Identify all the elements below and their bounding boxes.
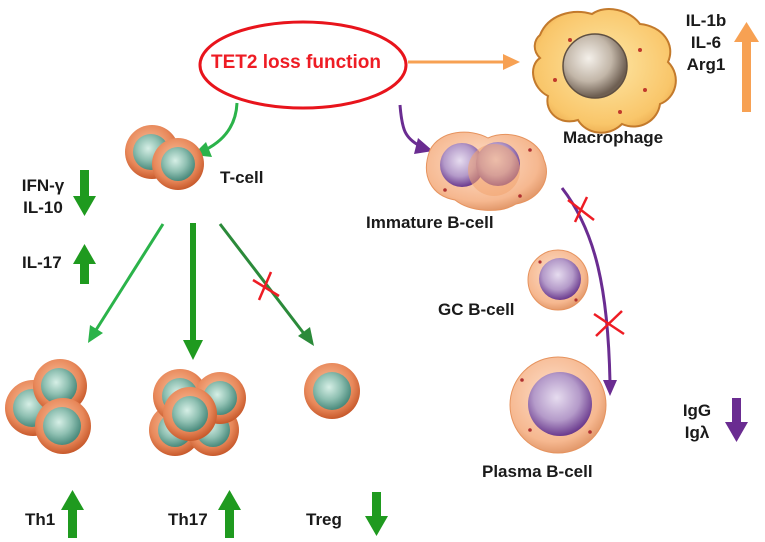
treg-block-x [252,271,280,301]
arrow-to-th17 [183,223,203,360]
treg-cell [304,363,360,419]
ig-marker-igg: IgG [682,401,712,420]
tet2-label: TET2 loss function [211,52,381,73]
ig-marker-iglambda: Igλ [684,423,710,442]
arrow-to-immature-bcell [398,104,433,154]
th1-cluster [5,359,91,454]
gc-bcell [527,249,589,311]
ig-markers: IgG Igλ [672,400,722,444]
gc-block-x [567,196,595,223]
macrophage-up-arrow [734,22,759,112]
macrophage-cell [532,8,677,134]
macrophage-label: Macrophage [563,128,664,147]
tcell-down-arrow [73,170,96,216]
tet2-ellipse [198,20,408,110]
gc-bcell-label: GC B-cell [438,300,515,319]
arrow-to-treg [218,223,314,346]
macrophage-marker-3: Arg1 [686,55,726,74]
immature-bcell-label: Immature B-cell [366,213,494,232]
plasma-bcell [509,356,607,454]
arrow-to-th1 [88,223,165,343]
ig-down-arrow [725,398,748,442]
tcell-marker-il17: IL-17 [22,253,62,272]
treg-down-arrow [365,492,388,536]
tcell-marker-il10: IL-10 [23,198,63,217]
macrophage-marker-1: IL-1b [685,11,727,30]
th1-up-arrow [61,490,84,538]
tcell-marker-ifng: IFN-γ [21,176,65,195]
macrophage-marker-2: IL-6 [690,33,722,52]
th17-cluster [149,369,246,456]
plasma-bcell-label: Plasma B-cell [482,462,593,481]
tcell-markers-down: IFN-γ IL-10 [12,175,74,219]
arrow-to-macrophage [408,54,520,70]
macrophage-markers: IL-1b IL-6 Arg1 [676,10,736,76]
th17-label: Th17 [168,510,208,529]
th1-label: Th1 [25,510,56,529]
treg-label: Treg [306,510,342,529]
arrow-to-tcell [193,102,239,157]
immature-bcell-cluster [425,131,547,211]
plasma-block-x [593,310,625,337]
th17-up-arrow [218,490,241,538]
tcell-label: T-cell [220,168,264,187]
tcell-up-arrow [73,244,96,284]
tcell-cluster [125,125,204,190]
